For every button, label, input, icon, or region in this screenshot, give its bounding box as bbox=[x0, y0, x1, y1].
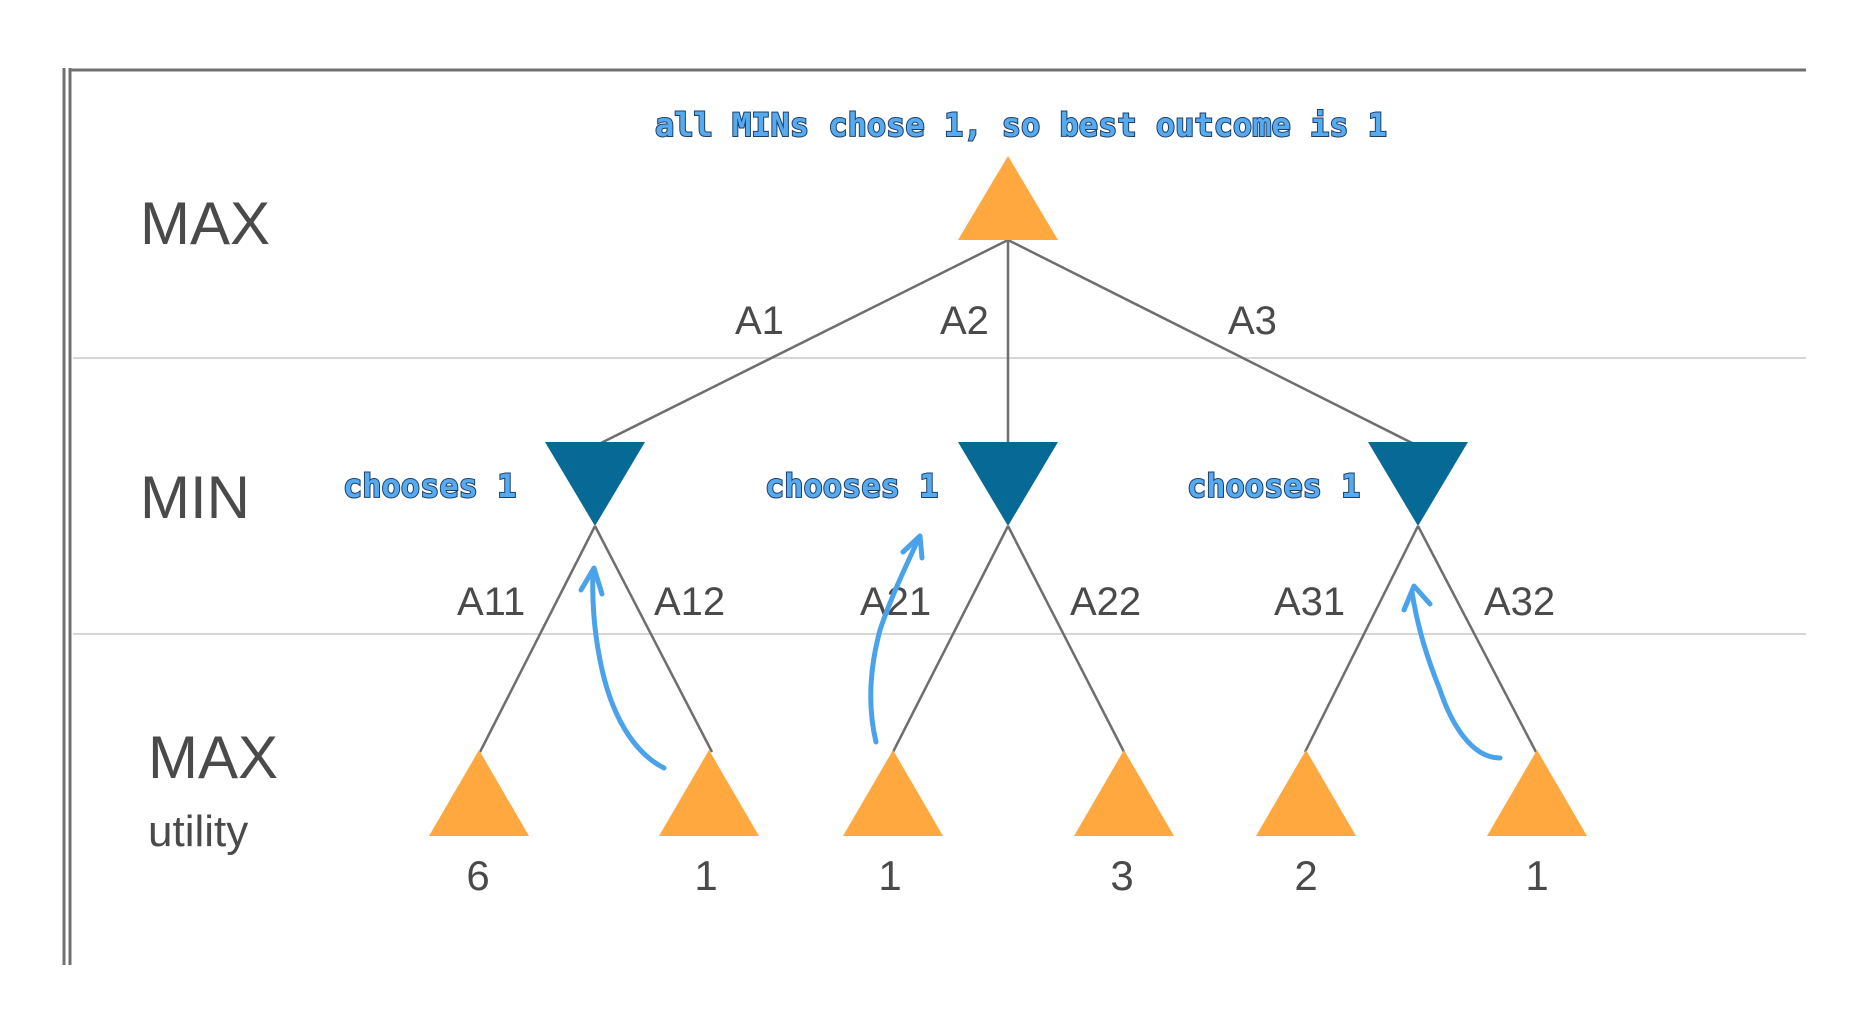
annotation-arrow-1 bbox=[590, 569, 667, 771]
utility-value-4: 3 bbox=[1110, 852, 1133, 899]
utility-value-3: 1 bbox=[878, 852, 901, 899]
leaf-node-4 bbox=[1074, 750, 1174, 836]
min-node-3 bbox=[1368, 442, 1468, 526]
edge-label-a32: A32 bbox=[1484, 580, 1555, 624]
min-annotation-1: chooses 1 bbox=[343, 467, 516, 505]
utility-value-1: 6 bbox=[466, 852, 489, 899]
edge-a32 bbox=[1416, 525, 1538, 753]
row-label-max: MAX bbox=[140, 190, 270, 257]
edge-a3 bbox=[1007, 238, 1419, 448]
edge-a21 bbox=[891, 525, 1010, 753]
min-annotation-2: chooses 1 bbox=[765, 467, 938, 505]
leaf-node-1 bbox=[429, 750, 529, 836]
leaf-node-2 bbox=[659, 750, 759, 836]
annotation-arrow-3 bbox=[1409, 589, 1503, 761]
annotation-arrow-3-head bbox=[1401, 583, 1433, 613]
row-label-min: MIN bbox=[140, 464, 250, 531]
annotation-arrow-2 bbox=[868, 537, 921, 745]
annotation-arrow-2-head bbox=[900, 533, 925, 561]
row-label-utility: utility bbox=[148, 807, 248, 856]
leaf-node-5 bbox=[1256, 750, 1356, 836]
row-label-max-bottom: MAX bbox=[148, 724, 278, 791]
annotation-arrow-1-head bbox=[578, 565, 605, 597]
utility-value-6: 1 bbox=[1525, 852, 1548, 899]
leaf-node-6 bbox=[1487, 750, 1587, 836]
leaf-node-3 bbox=[843, 750, 943, 836]
min-node-1 bbox=[545, 442, 645, 526]
edge-label-a2: A2 bbox=[940, 299, 989, 343]
utility-value-2: 1 bbox=[694, 852, 717, 899]
edge-a31 bbox=[1303, 525, 1420, 753]
edge-label-a22: A22 bbox=[1070, 580, 1141, 624]
root-annotation: all MINs chose 1, so best outcome is 1 bbox=[655, 106, 1387, 144]
edge-label-a1: A1 bbox=[735, 299, 784, 343]
edge-a11 bbox=[478, 525, 597, 753]
edge-label-a31: A31 bbox=[1274, 580, 1345, 624]
edge-a22 bbox=[1006, 525, 1126, 753]
edge-a1 bbox=[594, 238, 1009, 448]
edge-label-a3: A3 bbox=[1228, 299, 1277, 343]
min-node-2 bbox=[958, 442, 1058, 526]
utility-value-5: 2 bbox=[1294, 852, 1317, 899]
edge-label-a11: A11 bbox=[457, 580, 525, 624]
max-root-node bbox=[958, 156, 1058, 240]
edge-a12 bbox=[593, 525, 714, 753]
edge-label-a12: A12 bbox=[654, 580, 725, 624]
min-annotation-3: chooses 1 bbox=[1187, 467, 1360, 505]
